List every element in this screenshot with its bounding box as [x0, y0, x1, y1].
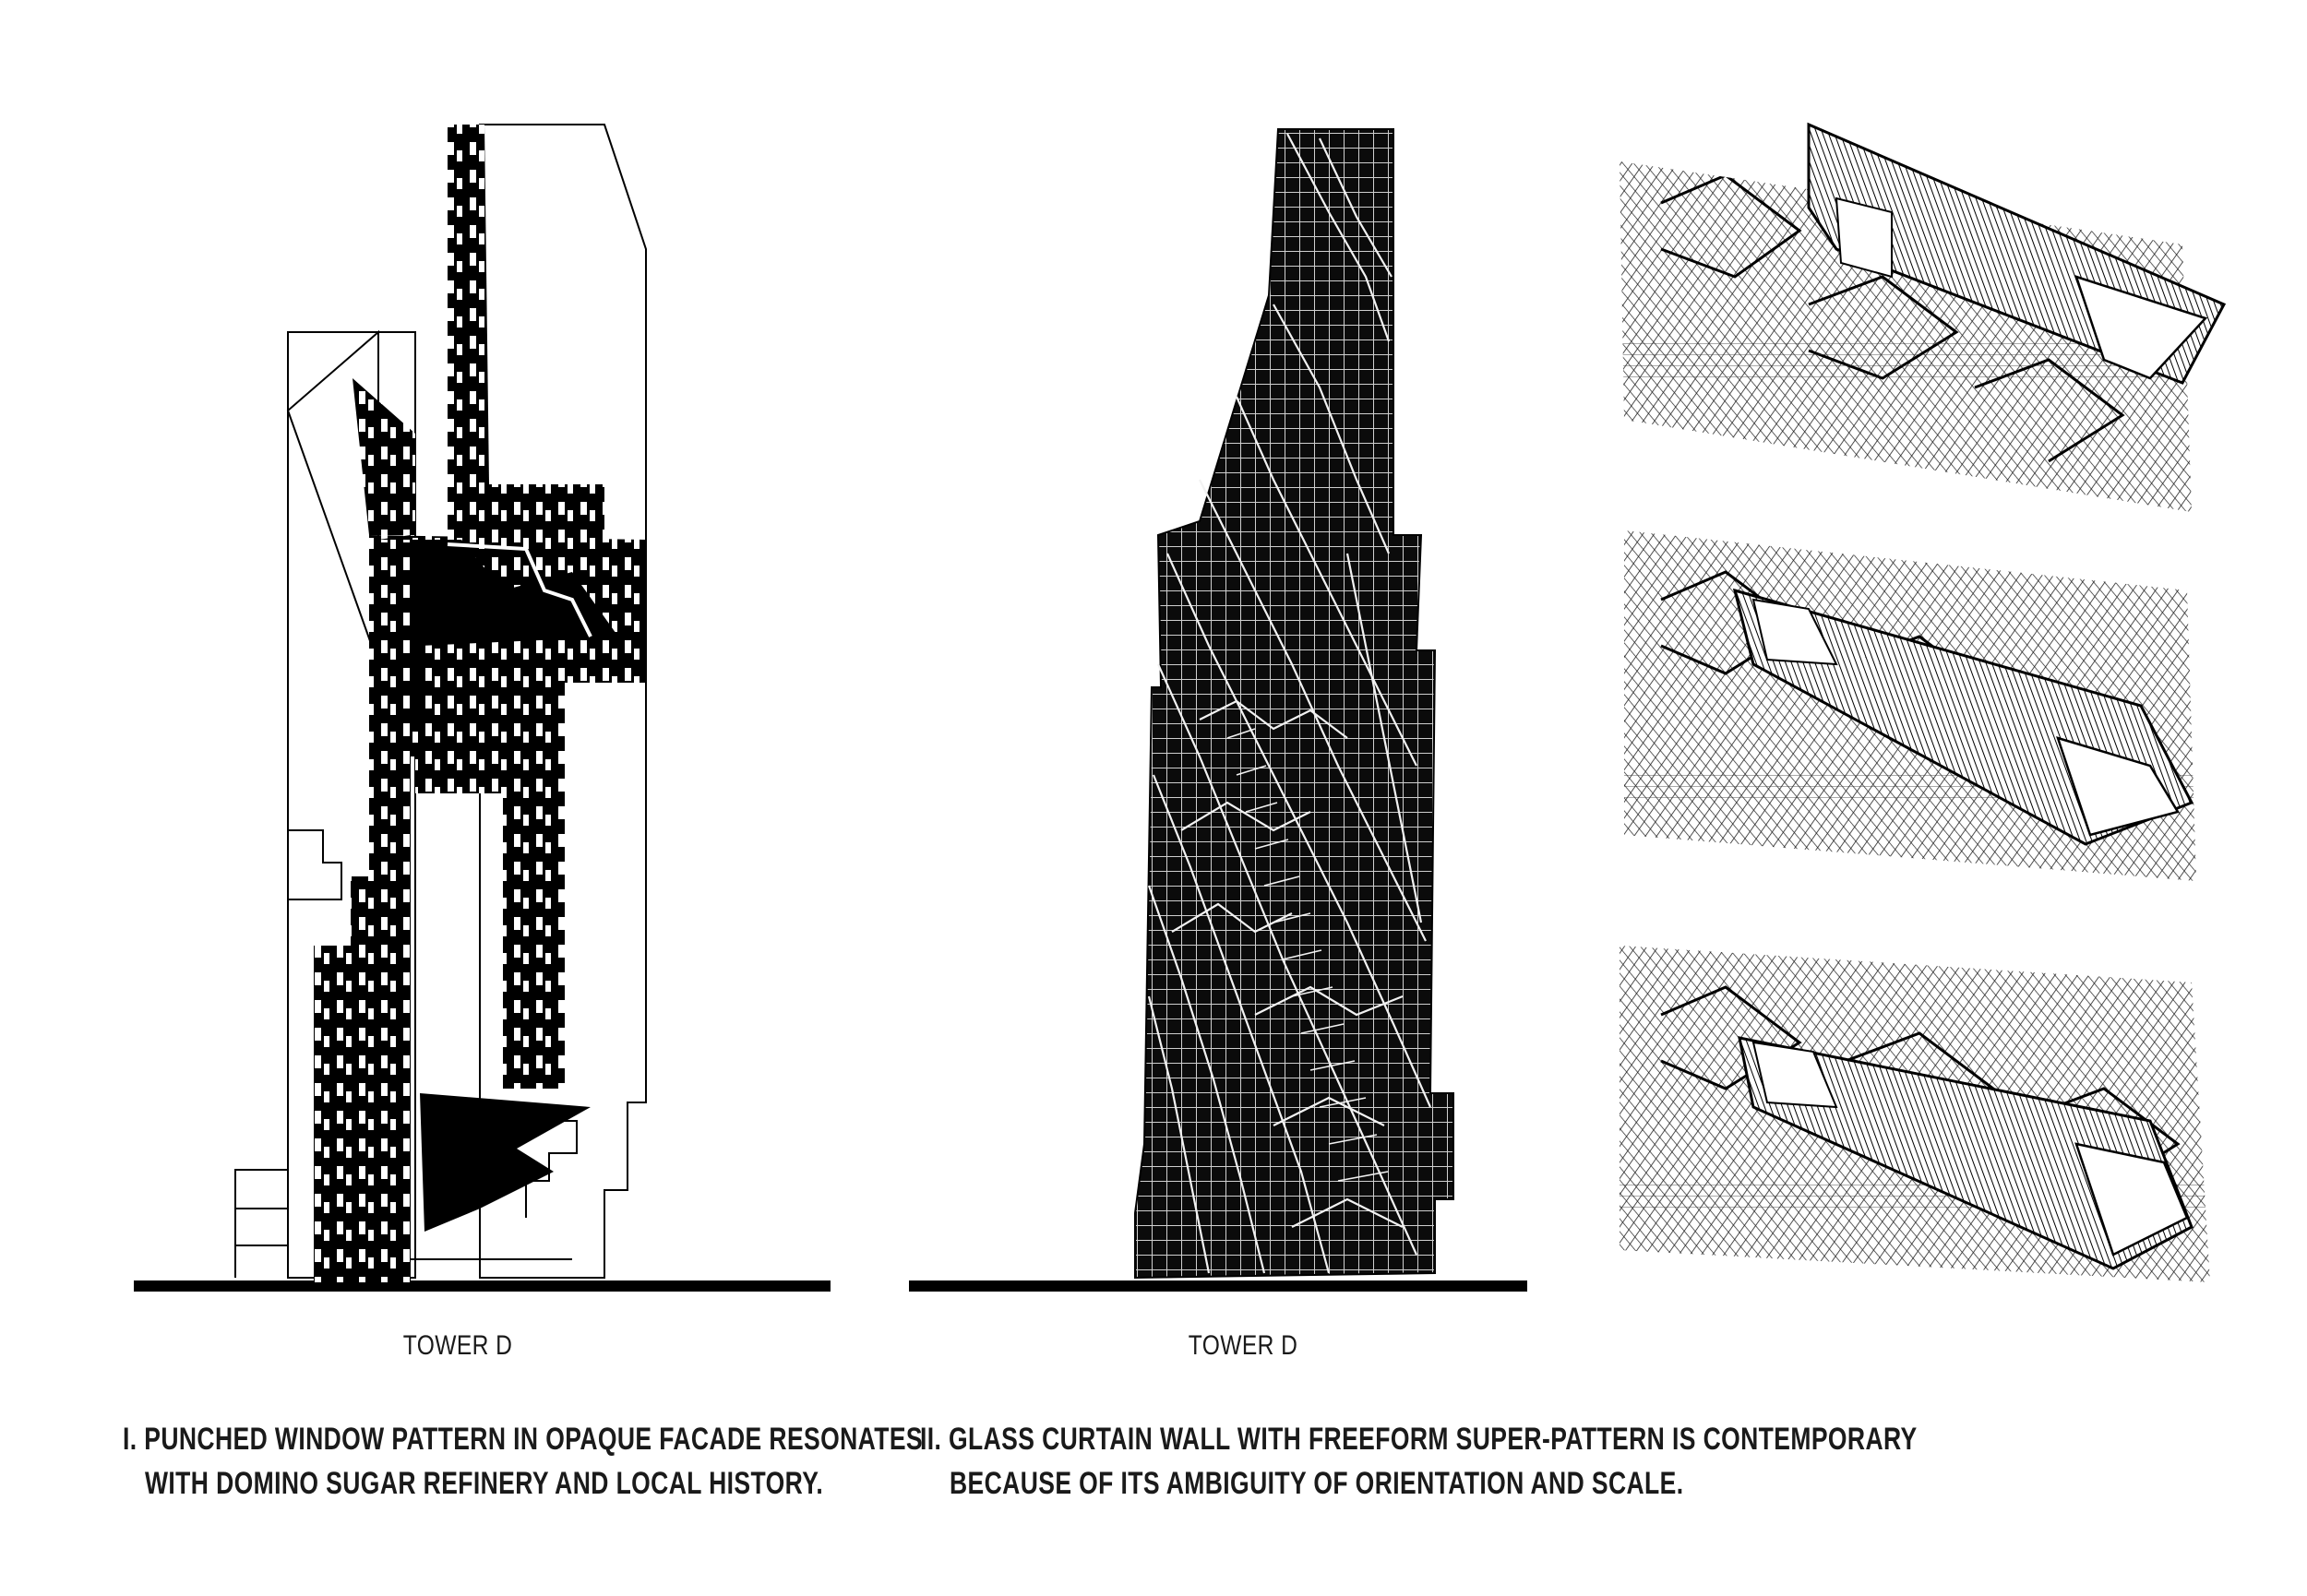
middle-ground-line — [909, 1280, 1527, 1292]
caption-two-line-1: II. GLASS CURTAIN WALL WITH FREEFORM SUP… — [920, 1422, 1918, 1457]
axonometric-volume — [1738, 1036, 2193, 1270]
left-outline-notch — [288, 829, 342, 900]
axonometric-study-3 — [1620, 946, 2210, 1282]
axonometric-study-1 — [1620, 122, 2227, 512]
caption-one-line-2: WITH DOMINO SUGAR REFINERY AND LOCAL HIS… — [145, 1466, 824, 1501]
caption-one-line-1: I. PUNCHED WINDOW PATTERN IN OPAQUE FACA… — [123, 1422, 923, 1457]
left-outline-diagonal — [286, 329, 379, 665]
left-window-mass — [415, 683, 565, 1089]
left-outline-low-block — [234, 1169, 288, 1278]
left-solid-core — [378, 535, 618, 729]
curtain-wall-tower — [1134, 128, 1454, 1280]
middle-elevation-drawing — [909, 128, 1527, 1292]
left-ground-line — [134, 1280, 831, 1292]
axonometric-study-2 — [1624, 530, 2196, 881]
curtain-ladder-band — [1226, 728, 1389, 1182]
left-elevation-drawing — [134, 124, 831, 1292]
left-outline-mass-right — [479, 124, 647, 1279]
left-solid-wedge — [420, 1093, 591, 1232]
left-outline-mass-left — [287, 331, 416, 1279]
left-step-line — [434, 1120, 578, 1218]
left-step-line — [447, 542, 592, 637]
left-window-mass — [353, 378, 415, 535]
left-tower-label: TOWER D — [402, 1330, 513, 1361]
left-window-mass — [448, 125, 489, 484]
caption-two-line-2: BECAUSE OF ITS AMBIGUITY OF ORIENTATION … — [950, 1466, 1684, 1501]
left-window-mass — [314, 876, 369, 1282]
middle-tower-label: TOWER D — [1188, 1330, 1298, 1361]
